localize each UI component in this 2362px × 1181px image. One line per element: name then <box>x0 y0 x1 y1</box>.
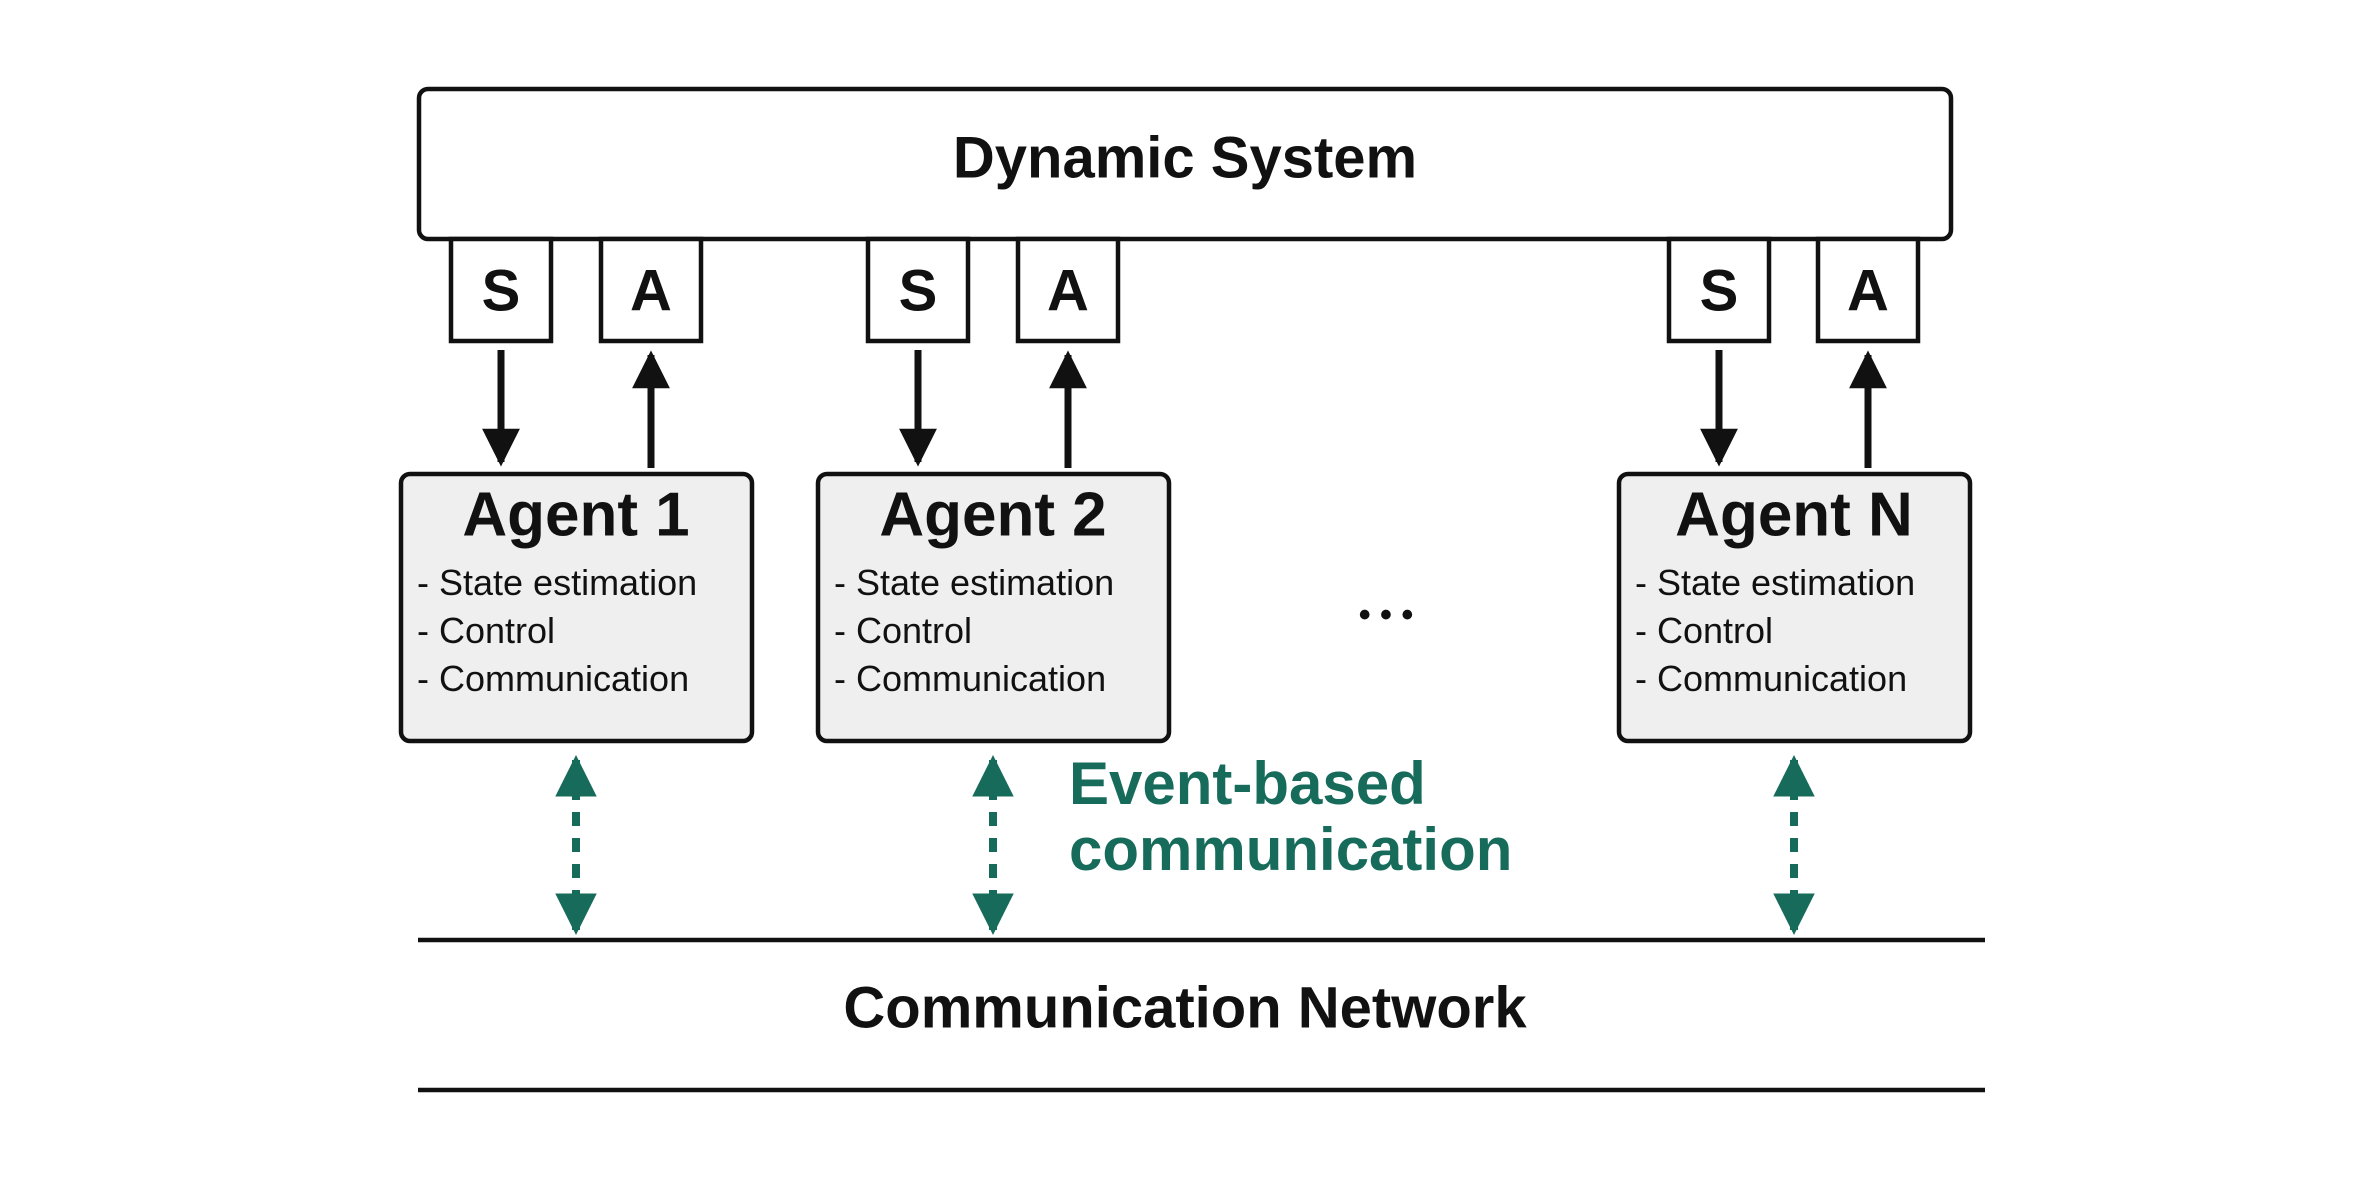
control-arrows <box>482 350 1887 468</box>
agent-task: - Control <box>417 610 555 651</box>
sensor-port <box>1666 236 1772 344</box>
dynamic-system-title: Dynamic System <box>953 125 1417 190</box>
event-label-line-2: communication <box>1069 816 1512 883</box>
actuator-port-label: A <box>1047 258 1089 323</box>
agent-task: - Communication <box>417 658 689 699</box>
actuator-port <box>1015 236 1121 344</box>
agent-task: - Control <box>834 610 972 651</box>
event-label-line-1: Event-based <box>1069 750 1426 817</box>
ellipsis: • • • <box>1359 596 1414 634</box>
sensor-port-label: S <box>1700 258 1739 323</box>
communication-network: Communication Network <box>418 937 1985 1093</box>
agent-task: - Communication <box>1635 658 1907 699</box>
actuator-port-label: A <box>1847 258 1889 323</box>
agent-task: - State estimation <box>1635 562 1915 603</box>
agent-task: - Control <box>1635 610 1773 651</box>
port-group-agent-1: S A <box>448 236 704 344</box>
network-title: Communication Network <box>843 975 1527 1040</box>
agent-title: Agent 1 <box>462 480 689 549</box>
sensor-port <box>448 236 554 344</box>
agent-title: Agent 2 <box>879 480 1106 549</box>
agent-title: Agent N <box>1675 480 1913 549</box>
port-group-agent-n: S A <box>1666 236 1921 344</box>
actuator-port-label: A <box>630 258 672 323</box>
dynamic-system-box: Dynamic System <box>416 86 1954 242</box>
agent-box-n: Agent N - State estimation - Control - C… <box>1616 471 1973 744</box>
sensor-port-label: S <box>899 258 938 323</box>
agent-box-2: Agent 2 - State estimation - Control - C… <box>815 471 1172 744</box>
event-arrows <box>555 755 1815 935</box>
agent-task: - Communication <box>834 658 1106 699</box>
actuator-port <box>598 236 704 344</box>
agent-box-1: Agent 1 - State estimation - Control - C… <box>398 471 755 744</box>
sensor-port <box>865 236 971 344</box>
port-group-agent-2: S A <box>865 236 1121 344</box>
agent-task: - State estimation <box>834 562 1114 603</box>
agent-task: - State estimation <box>417 562 697 603</box>
sensor-port-label: S <box>482 258 521 323</box>
actuator-port <box>1815 236 1921 344</box>
